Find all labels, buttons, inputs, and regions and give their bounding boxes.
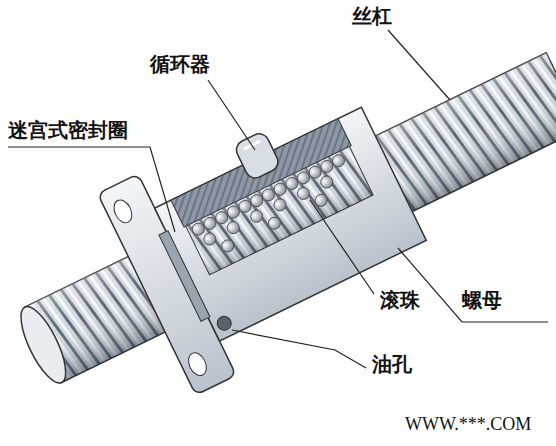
cutaway-shading (186, 147, 373, 275)
flange-hole (185, 350, 210, 379)
shaft-end-face (12, 301, 74, 389)
leader-lines (8, 30, 548, 368)
part-name: 螺母 (462, 288, 502, 312)
shaft-shading (25, 53, 556, 383)
part-name: 油孔 (372, 352, 412, 376)
leader-line (208, 80, 255, 150)
leader-line (388, 30, 450, 100)
flange-hole (110, 197, 135, 226)
leader-line (398, 248, 548, 322)
part-name: 循环器 (150, 52, 210, 76)
leader-line (310, 200, 374, 294)
leader-line (232, 330, 366, 368)
ball-return-tube (233, 130, 281, 181)
screw-shaft (25, 53, 556, 383)
part-name: 滚珠 (380, 288, 420, 312)
watermark: WWW.***.COM (405, 414, 531, 436)
leader-line (8, 147, 175, 232)
part-name: 丝杠 (352, 4, 392, 28)
oil-hole (215, 314, 234, 333)
nut-body (155, 107, 427, 341)
part-name: 迷宫式密封圈 (8, 118, 128, 142)
cutaway-shaft (186, 147, 373, 275)
